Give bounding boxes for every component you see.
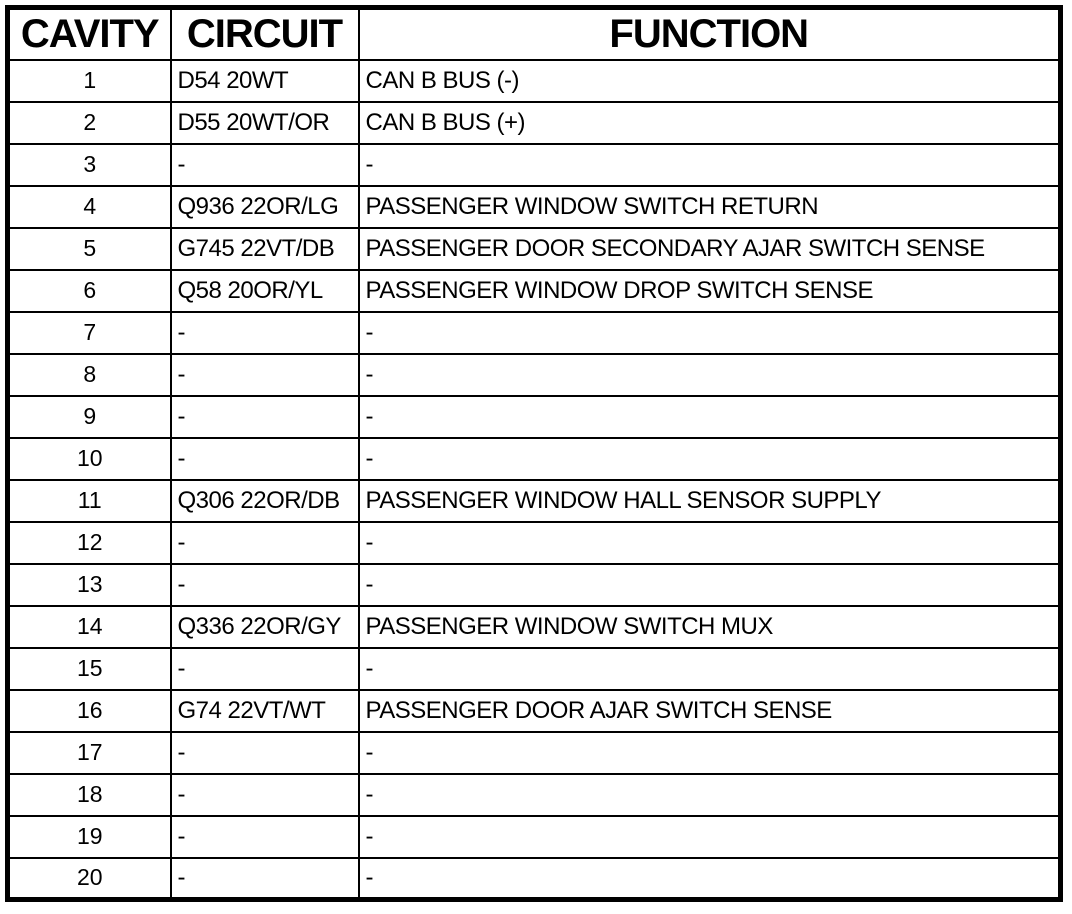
function-cell: PASSENGER WINDOW SWITCH MUX — [357, 604, 1062, 649]
circuit-cell: - — [169, 520, 360, 565]
circuit-cell: D54 20WT — [169, 58, 360, 103]
circuit-cell: Q58 20OR/YL — [169, 268, 360, 313]
cavity-cell: 2 — [6, 100, 172, 145]
table-row: 20-- — [6, 856, 1062, 901]
cavity-cell: 12 — [6, 520, 172, 565]
circuit-cell: - — [169, 352, 360, 397]
circuit-cell: - — [169, 856, 360, 901]
circuit-cell: - — [169, 730, 360, 775]
circuit-cell: - — [169, 562, 360, 607]
function-cell: CAN B BUS (+) — [357, 100, 1062, 145]
table-header: CAVITY CIRCUIT FUNCTION — [6, 6, 1062, 61]
function-cell: - — [357, 142, 1062, 187]
cavity-cell: 7 — [6, 310, 172, 355]
cavity-cell: 3 — [6, 142, 172, 187]
cavity-cell: 20 — [6, 856, 172, 901]
circuit-cell: - — [169, 646, 360, 691]
function-cell: PASSENGER DOOR SECONDARY AJAR SWITCH SEN… — [357, 226, 1062, 271]
cavity-cell: 15 — [6, 646, 172, 691]
table-row: 10-- — [6, 436, 1062, 481]
cavity-cell: 13 — [6, 562, 172, 607]
cavity-cell: 9 — [6, 394, 172, 439]
function-cell: - — [357, 646, 1062, 691]
table-row: 8-- — [6, 352, 1062, 397]
table-row: 9-- — [6, 394, 1062, 439]
header-row: CAVITY CIRCUIT FUNCTION — [6, 6, 1062, 61]
cavity-cell: 8 — [6, 352, 172, 397]
column-header-cavity: CAVITY — [6, 6, 172, 61]
table-row: 19-- — [6, 814, 1062, 859]
function-cell: - — [357, 856, 1062, 901]
circuit-cell: D55 20WT/OR — [169, 100, 360, 145]
cavity-cell: 1 — [6, 58, 172, 103]
column-header-function: FUNCTION — [357, 6, 1062, 61]
function-cell: PASSENGER DOOR AJAR SWITCH SENSE — [357, 688, 1062, 733]
table-row: 13-- — [6, 562, 1062, 607]
cavity-cell: 18 — [6, 772, 172, 817]
circuit-cell: Q336 22OR/GY — [169, 604, 360, 649]
table-row: 3-- — [6, 142, 1062, 187]
cavity-cell: 14 — [6, 604, 172, 649]
circuit-cell: - — [169, 772, 360, 817]
function-cell: - — [357, 520, 1062, 565]
table-row: 18-- — [6, 772, 1062, 817]
table-row: 7-- — [6, 310, 1062, 355]
circuit-cell: G745 22VT/DB — [169, 226, 360, 271]
circuit-cell: G74 22VT/WT — [169, 688, 360, 733]
circuit-cell: Q936 22OR/LG — [169, 184, 360, 229]
cavity-cell: 11 — [6, 478, 172, 523]
cavity-cell: 10 — [6, 436, 172, 481]
circuit-cell: - — [169, 394, 360, 439]
function-cell: - — [357, 310, 1062, 355]
cavity-cell: 19 — [6, 814, 172, 859]
circuit-cell: Q306 22OR/DB — [169, 478, 360, 523]
cavity-cell: 5 — [6, 226, 172, 271]
function-cell: PASSENGER WINDOW DROP SWITCH SENSE — [357, 268, 1062, 313]
function-cell: - — [357, 772, 1062, 817]
function-cell: PASSENGER WINDOW HALL SENSOR SUPPLY — [357, 478, 1062, 523]
circuit-cell: - — [169, 142, 360, 187]
table-row: 17-- — [6, 730, 1062, 775]
circuit-cell: - — [169, 436, 360, 481]
table-row: 15-- — [6, 646, 1062, 691]
cavity-cell: 16 — [6, 688, 172, 733]
function-cell: - — [357, 436, 1062, 481]
function-cell: - — [357, 562, 1062, 607]
circuit-cell: - — [169, 814, 360, 859]
function-cell: - — [357, 394, 1062, 439]
function-cell: CAN B BUS (-) — [357, 58, 1062, 103]
function-cell: - — [357, 730, 1062, 775]
cavity-cell: 6 — [6, 268, 172, 313]
cavity-cell: 4 — [6, 184, 172, 229]
column-header-circuit: CIRCUIT — [169, 6, 360, 61]
function-cell: - — [357, 814, 1062, 859]
function-cell: - — [357, 352, 1062, 397]
circuit-cell: - — [169, 310, 360, 355]
cavity-cell: 17 — [6, 730, 172, 775]
table-row: 12-- — [6, 520, 1062, 565]
function-cell: PASSENGER WINDOW SWITCH RETURN — [357, 184, 1062, 229]
